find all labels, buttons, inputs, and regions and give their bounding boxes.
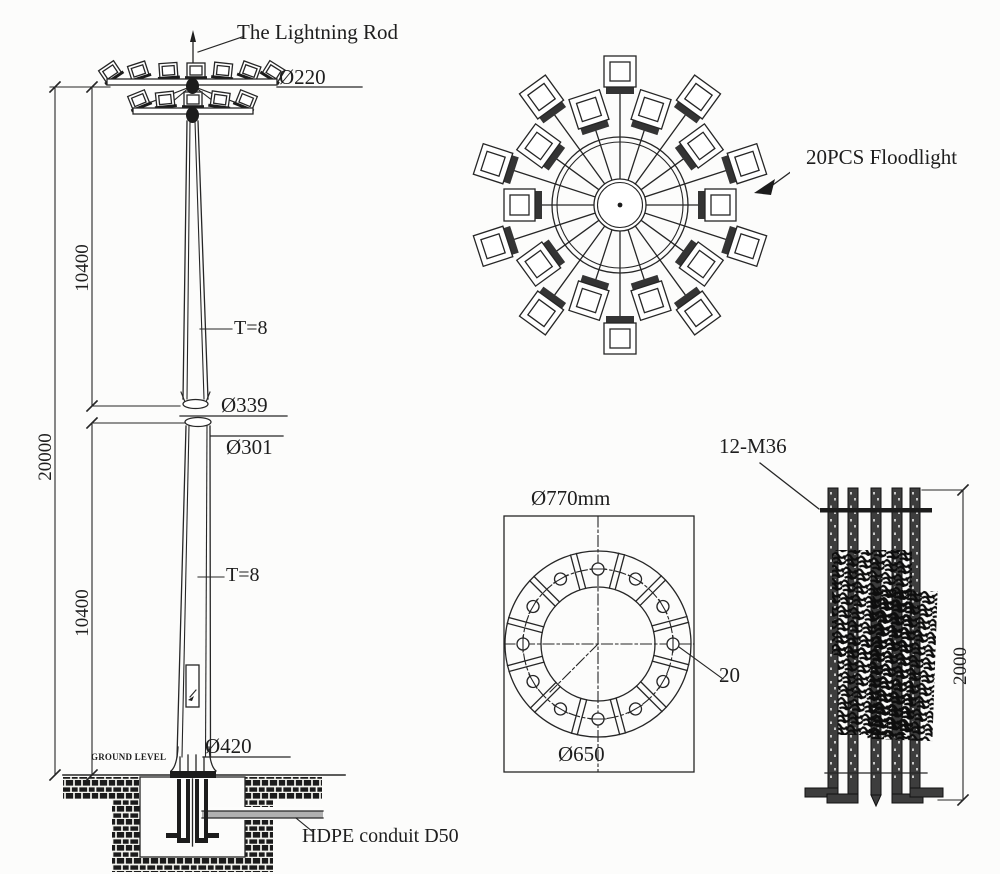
mast-top-plan: [593, 178, 647, 232]
top-diameter-label: Ø220: [279, 65, 326, 89]
ground-level-label: GROUND LEVEL: [91, 752, 167, 762]
flange-centerlines: [503, 515, 695, 773]
crown-arms: [509, 89, 731, 321]
upper-height-dimension: 10400: [72, 244, 93, 292]
upper-thickness-label: T=8: [234, 317, 268, 339]
hdpe-conduit: [201, 807, 324, 833]
lower-height-dimension: 10400: [72, 589, 93, 637]
dimension-lines: [48, 80, 363, 782]
flange-inner-circle: [540, 586, 656, 702]
floodlight-leader-arrow: [754, 171, 790, 195]
flange-plan-view: [503, 515, 724, 773]
thread-scribble: [832, 550, 938, 742]
template-plate-top: [820, 508, 932, 513]
lower-thickness-label: T=8: [226, 564, 260, 586]
crown-ring-inner: [556, 141, 684, 269]
joint-upper-diameter-label: Ø339: [221, 393, 268, 417]
mast-lower-section: [176, 416, 212, 758]
access-door: [185, 664, 200, 708]
embed-length-dimension: 2000: [950, 647, 971, 685]
hole-leader-line: [678, 646, 724, 680]
elevation-view: [48, 30, 363, 872]
floodlight-count-label: 20PCS Floodlight: [806, 145, 958, 169]
foundation: [62, 774, 346, 872]
anchor-bolt-spec-label: 12-M36: [719, 434, 787, 458]
bolt-circle-diameter-label: Ø650: [558, 742, 605, 766]
mast-upper-section: [180, 120, 211, 410]
bolt-leader-line: [759, 462, 820, 510]
floodlight-crown: [96, 58, 288, 123]
conduit-label: HDPE conduit D50: [302, 825, 459, 847]
hole-size-label: 20: [719, 663, 740, 687]
embedded-anchor-bolts: [166, 778, 219, 847]
floodlight-plan-view: [472, 55, 790, 355]
crown-ring-outer: [551, 136, 689, 274]
slip-joint: [91, 405, 288, 437]
total-height-dimension: 20000: [35, 433, 56, 481]
flange-outer-circle: [504, 550, 692, 738]
anchor-bolt-cage-view: [759, 462, 970, 808]
base-diameter-label: Ø420: [205, 734, 252, 758]
flange-outer-diameter-label: Ø770mm: [531, 486, 611, 510]
lightning-rod-label: The Lightning Rod: [237, 20, 398, 44]
embed-dimension: [921, 483, 970, 807]
joint-lower-diameter-label: Ø301: [226, 435, 273, 459]
